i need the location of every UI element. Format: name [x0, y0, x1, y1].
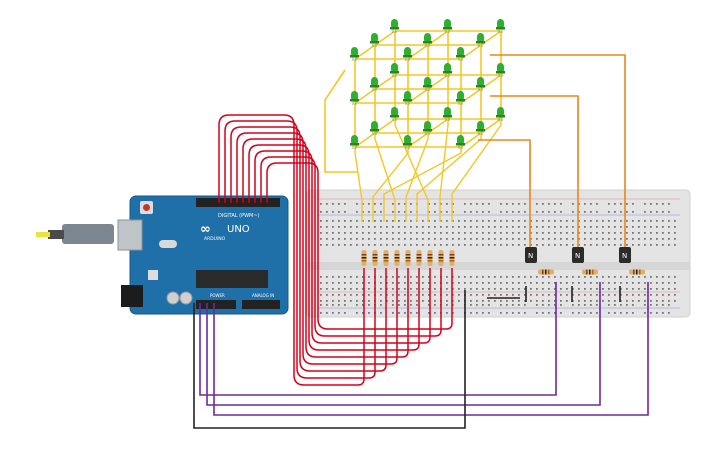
led-icon[interactable] [496, 63, 505, 77]
led-icon[interactable] [403, 91, 412, 105]
breadboard[interactable] [306, 189, 691, 318]
board-name: UNO [227, 224, 250, 235]
led-icon[interactable] [403, 47, 412, 61]
analog-header [242, 300, 280, 309]
power-header [196, 300, 236, 309]
resistor-row [361, 250, 455, 266]
resistor-icon [427, 250, 433, 266]
analog-label: ANALOG IN [252, 293, 274, 298]
led-icon[interactable] [390, 107, 399, 121]
transistor-label: N [622, 252, 627, 260]
capacitor-icon [179, 291, 193, 305]
breadboard-holes [320, 203, 676, 314]
resistor-icon [394, 250, 400, 266]
resistor-icon [438, 250, 444, 266]
resistor-icon [449, 250, 455, 266]
led-icon[interactable] [390, 63, 399, 77]
led-icon[interactable] [423, 121, 432, 135]
led-icon[interactable] [350, 135, 359, 149]
led-icon[interactable] [370, 121, 379, 135]
resistor-icon [405, 250, 411, 266]
power-label: POWER [210, 293, 225, 298]
crystal-oscillator [159, 240, 177, 248]
usb-port [117, 219, 143, 251]
led-icon[interactable] [443, 107, 452, 121]
digital-label: DIGITAL (PWM~) [218, 213, 260, 219]
power-jack-icon [121, 285, 143, 307]
led-icon[interactable] [496, 107, 505, 121]
led-cube-column-wires [324, 30, 502, 222]
led-icon[interactable] [456, 135, 465, 149]
regulator [148, 270, 158, 280]
resistor-icon [416, 250, 422, 266]
base-resistors [538, 269, 645, 275]
capacitor-icon [166, 291, 180, 305]
led-icon[interactable] [456, 91, 465, 105]
resistor-icon [361, 250, 367, 266]
led-icon[interactable] [476, 33, 485, 47]
transistors: N N N [525, 247, 631, 263]
pin-to-resistor-wires [218, 114, 453, 386]
led-icon[interactable] [370, 77, 379, 91]
resistor-icon [372, 250, 378, 266]
transistor-icon[interactable]: N [572, 247, 584, 263]
led-icon[interactable] [403, 135, 412, 149]
ground-and-base-wires [193, 282, 649, 429]
led-icon[interactable] [476, 77, 485, 91]
led-icon[interactable] [350, 47, 359, 61]
atmega-chip [196, 270, 268, 288]
led-icon[interactable] [476, 121, 485, 135]
led-icon[interactable] [423, 77, 432, 91]
led-icon[interactable] [370, 33, 379, 47]
transistor-icon[interactable]: N [525, 247, 537, 263]
transistor-label: N [528, 252, 533, 260]
board-brand: ARDUINO [204, 236, 226, 242]
led-icon[interactable] [350, 91, 359, 105]
reset-button-cap[interactable] [143, 204, 150, 211]
arduino-uno-board[interactable]: DIGITAL (PWM~) ∞ UNO ARDUINO POWER ANALO… [117, 195, 289, 315]
led-icon[interactable] [456, 47, 465, 61]
digital-header [196, 198, 280, 207]
led-icon[interactable] [443, 19, 452, 33]
led-icon[interactable] [423, 33, 432, 47]
transistor-icon[interactable]: N [619, 247, 631, 263]
resistor-icon [383, 250, 389, 266]
led-icon[interactable] [496, 19, 505, 33]
transistor-label: N [575, 252, 580, 260]
led-icon[interactable] [443, 63, 452, 77]
layer-wires [478, 54, 626, 248]
led-cube-3x3x3 [350, 19, 505, 149]
led-icon[interactable] [390, 19, 399, 33]
arduino-logo-icon: ∞ [200, 222, 211, 237]
usb-cable-icon [36, 224, 114, 244]
